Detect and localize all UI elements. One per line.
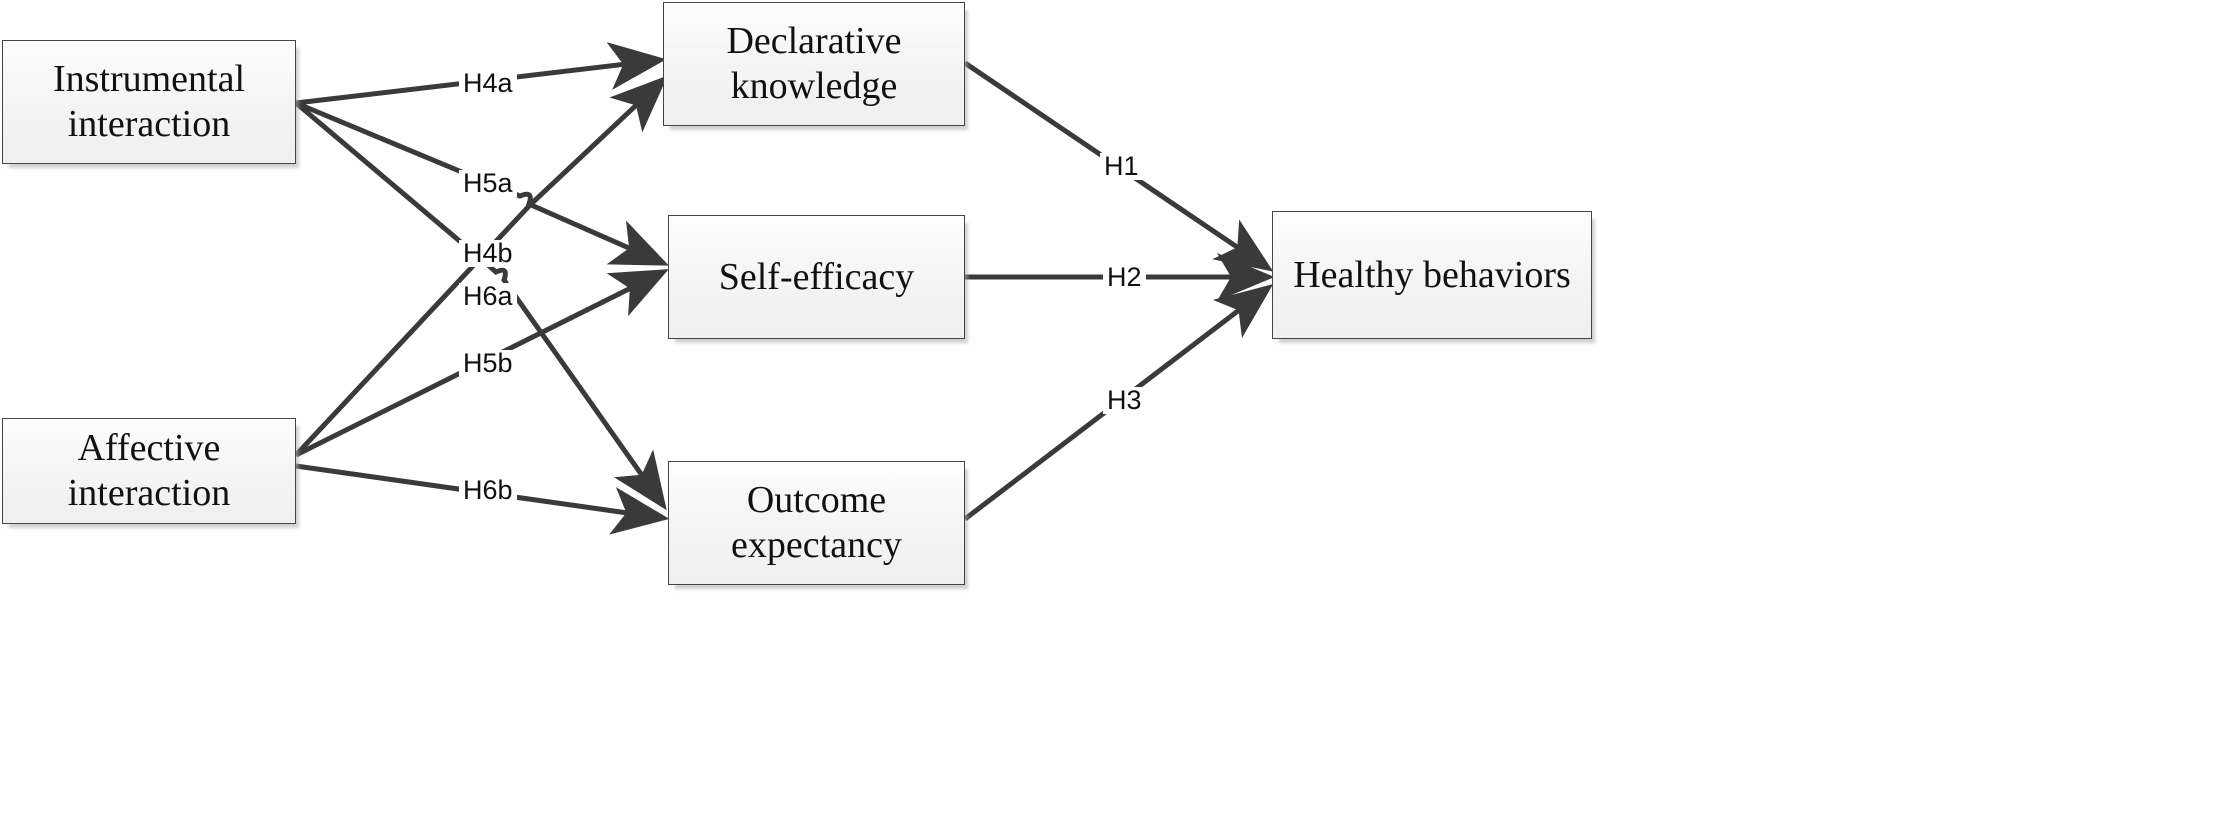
edge-label-h2: H2 bbox=[1103, 264, 1146, 291]
edge-label-h4b: H4b bbox=[459, 240, 517, 267]
node-label: Self-efficacy bbox=[718, 255, 915, 298]
edge-label-h6a: H6a bbox=[459, 283, 517, 310]
node-declarative-knowledge[interactable]: Declarative knowledge bbox=[663, 2, 965, 126]
node-outcome-expectancy[interactable]: Outcome expectancy bbox=[668, 461, 965, 585]
edge-label-h4a: H4a bbox=[459, 70, 517, 97]
edge-label-h1: H1 bbox=[1100, 153, 1143, 180]
node-healthy-behaviors[interactable]: Healthy behaviors bbox=[1272, 211, 1592, 339]
node-self-efficacy[interactable]: Self-efficacy bbox=[668, 215, 965, 339]
node-label: Healthy behaviors bbox=[1293, 253, 1571, 296]
node-instrumental-interaction[interactable]: Instrumental interaction bbox=[2, 40, 296, 164]
edge-label-h3: H3 bbox=[1103, 387, 1146, 414]
node-label: Affective interaction bbox=[67, 427, 231, 514]
edge-h4b bbox=[294, 101, 667, 511]
edge-label-h6b: H6b bbox=[459, 477, 517, 504]
node-label: Declarative knowledge bbox=[726, 20, 902, 107]
edge-label-h5a: H5a bbox=[459, 170, 517, 197]
node-affective-interaction[interactable]: Affective interaction bbox=[2, 418, 296, 524]
node-label: Instrumental interaction bbox=[52, 58, 246, 145]
edge-h6a bbox=[294, 75, 668, 457]
node-label: Outcome expectancy bbox=[731, 479, 902, 566]
edge-label-h5b: H5b bbox=[459, 350, 517, 377]
